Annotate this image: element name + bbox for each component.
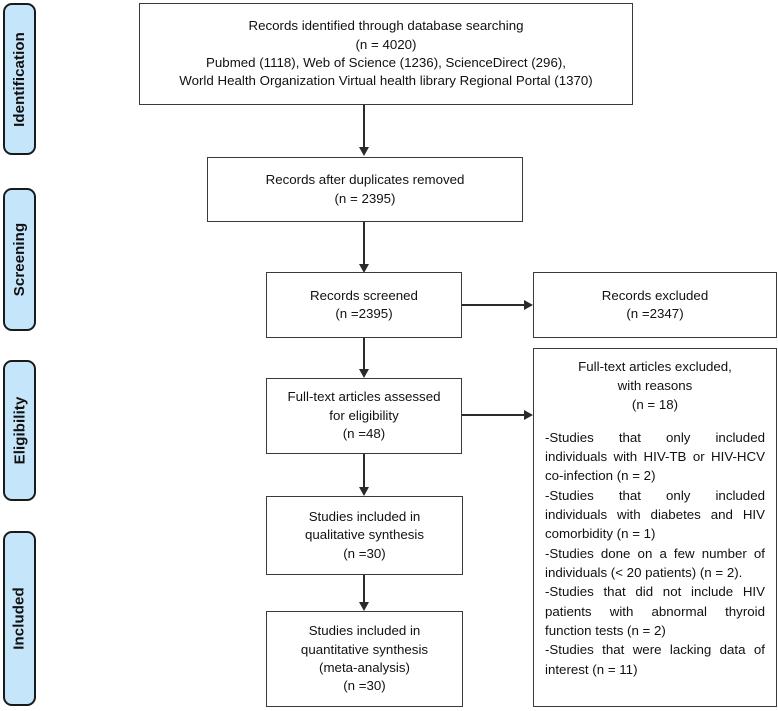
fulltext-assessed-line-3: (n =48): [342, 426, 386, 442]
connector-qualitative-to-quantitative: [363, 575, 365, 603]
records-screened-line-1: Records screened: [310, 287, 418, 303]
fulltext-excluded-reason-4: -Studies that did not include HIV patien…: [545, 584, 765, 639]
stage-included: Included: [3, 531, 36, 706]
fulltext-assessed-line-2: for eligibility: [329, 407, 399, 423]
box-fulltext-assessed: Full-text articles assessed for eligibil…: [266, 378, 462, 454]
records-excluded-line-1: Records excluded: [601, 287, 709, 303]
records-screened-line-2: (n =2395): [335, 306, 393, 321]
box-records-excluded: Records excluded (n =2347): [533, 272, 777, 338]
records-identified-line-3: Pubmed (1118), Web of Science (1236), Sc…: [206, 55, 566, 70]
box-records-after-duplicates: Records after duplicates removed (n = 23…: [207, 157, 523, 222]
after-duplicates-line-2: (n = 2395): [334, 190, 396, 206]
connector-duplicates-to-screened: [363, 222, 365, 266]
stage-screening: Screening: [3, 188, 36, 331]
quantitative-line-4: (n =30): [343, 678, 386, 694]
connector-screened-to-fulltext: [363, 338, 365, 370]
fulltext-excluded-reason-5: -Studies that were lacking data of inter…: [545, 642, 765, 677]
arrowhead-qualitative-to-quantitative: [358, 602, 369, 611]
stage-identification: Identification: [3, 3, 36, 155]
stage-included-label: Included: [11, 587, 29, 650]
connector-fulltext-to-excluded: [462, 414, 525, 416]
arrowhead-screened-to-fulltext: [358, 369, 369, 378]
connector-identified-to-duplicates: [363, 105, 365, 149]
arrowhead-fulltext-to-qualitative: [358, 487, 369, 496]
box-qualitative-synthesis: Studies included in qualitative synthesi…: [266, 496, 463, 575]
arrowhead-identified-to-duplicates: [358, 147, 369, 156]
box-records-identified: Records identified through database sear…: [139, 3, 633, 105]
stage-eligibility-label: Eligibility: [11, 396, 28, 465]
stage-identification-label: Identification: [11, 31, 29, 127]
qualitative-line-3: (n =30): [343, 545, 386, 561]
box-fulltext-excluded-reasons: Full-text articles excluded, with reason…: [533, 348, 777, 707]
fulltext-excluded-heading-line-1: Full-text articles excluded,: [578, 359, 732, 374]
records-identified-line-1: Records identified through database sear…: [248, 18, 524, 34]
connector-screened-to-excluded: [462, 304, 525, 306]
stage-eligibility: Eligibility: [3, 360, 36, 501]
stage-screening-label: Screening: [11, 222, 28, 297]
qualitative-line-2: qualitative synthesis: [305, 527, 424, 543]
quantitative-line-3: (meta-analysis): [319, 660, 410, 675]
fulltext-excluded-heading-line-3: (n = 18): [631, 396, 679, 412]
records-identified-line-4: World Health Organization Virtual health…: [179, 73, 593, 89]
connector-fulltext-to-qualitative: [363, 454, 365, 488]
fulltext-assessed-line-1: Full-text articles assessed: [287, 389, 441, 405]
arrowhead-screened-to-excluded: [524, 299, 533, 310]
fulltext-excluded-heading-line-2: with reasons: [617, 377, 693, 393]
fulltext-excluded-reason-1: -Studies that only included individuals …: [545, 429, 765, 484]
quantitative-line-1: Studies included in: [308, 623, 421, 639]
after-duplicates-line-1: Records after duplicates removed: [265, 172, 465, 188]
fulltext-excluded-reason-3: -Studies done on a few number of individ…: [545, 545, 765, 581]
arrowhead-duplicates-to-screened: [358, 264, 369, 273]
fulltext-excluded-reason-list: -Studies that only included individuals …: [545, 428, 765, 679]
box-quantitative-synthesis: Studies included in quantitative synthes…: [266, 611, 463, 707]
quantitative-line-2: quantitative synthesis: [300, 641, 429, 657]
records-excluded-line-2: (n =2347): [626, 306, 684, 321]
fulltext-excluded-reason-2: -Studies that only included individuals …: [545, 487, 765, 542]
fulltext-excluded-heading: Full-text articles excluded, with reason…: [545, 358, 765, 415]
records-identified-line-2: (n = 4020): [355, 36, 417, 52]
arrowhead-fulltext-to-excluded: [524, 409, 533, 420]
qualitative-line-1: Studies included in: [308, 508, 421, 524]
box-records-screened: Records screened (n =2395): [266, 272, 462, 338]
